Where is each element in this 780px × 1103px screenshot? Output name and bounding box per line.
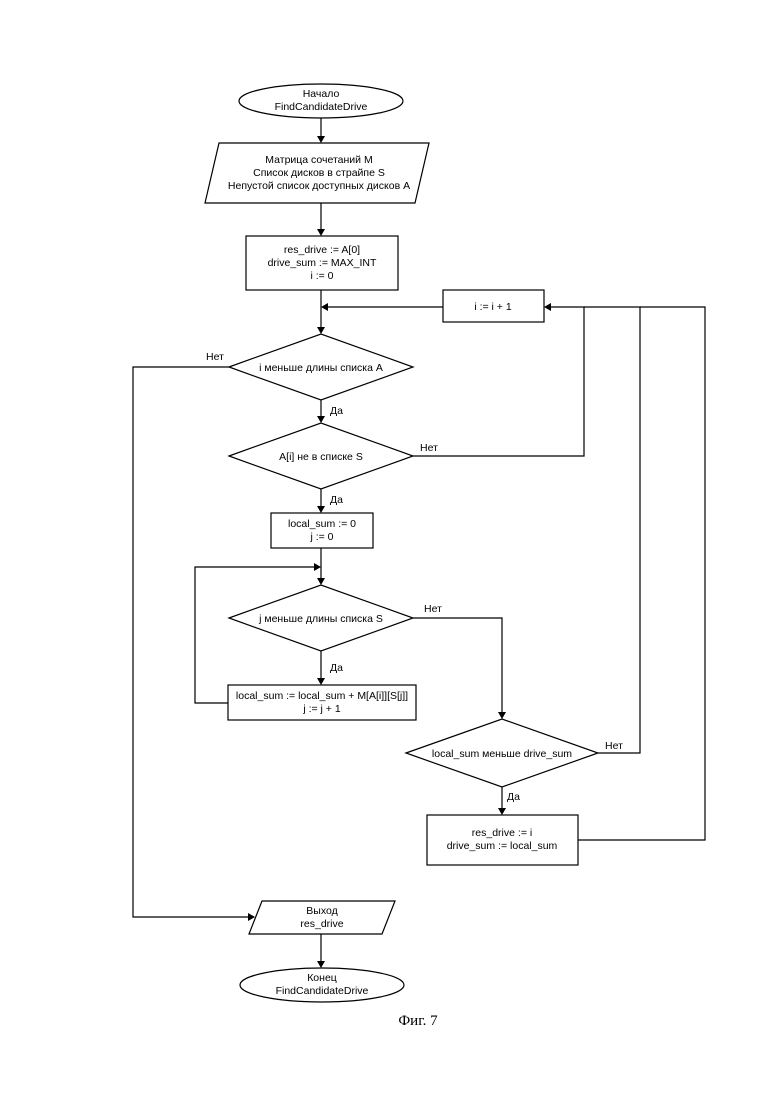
output-label: Выход bbox=[306, 905, 337, 917]
init-i: i := 0 bbox=[310, 270, 333, 282]
connector-not-in-s-no bbox=[413, 307, 584, 456]
start-label: Начало bbox=[303, 88, 340, 100]
decision-sum-yes-label: Да bbox=[507, 791, 520, 803]
input-stripe-list: Список дисков в страйпе S bbox=[253, 167, 385, 179]
connector-sum-no bbox=[584, 307, 640, 753]
arrowhead bbox=[317, 229, 325, 236]
decision-i-text: i меньше длины списка A bbox=[259, 362, 383, 374]
decision-j-no-label: Нет bbox=[424, 603, 442, 615]
arrowhead bbox=[317, 961, 325, 968]
decision-not-in-s-yes-label: Да bbox=[330, 494, 343, 506]
input-matrix: Матрица сочетаний M bbox=[265, 154, 372, 166]
arrowhead bbox=[314, 563, 321, 571]
arrowhead bbox=[317, 136, 325, 143]
output-block: Выход res_drive bbox=[249, 901, 395, 934]
increment-i-process: i := i + 1 bbox=[443, 290, 544, 322]
decision-j-yes-label: Да bbox=[330, 662, 343, 674]
update-process: res_drive := i drive_sum := local_sum bbox=[427, 815, 578, 865]
input-available-list: Непустой список доступных дисков A bbox=[228, 180, 410, 192]
update-drive-sum: drive_sum := local_sum bbox=[447, 840, 558, 852]
arrowhead bbox=[317, 416, 325, 423]
figure-caption: Фиг. 7 bbox=[398, 1013, 438, 1029]
arrowhead bbox=[498, 712, 506, 719]
init-drive-sum: drive_sum := MAX_INT bbox=[268, 257, 377, 269]
output-value: res_drive bbox=[300, 918, 343, 930]
accumulate-process: local_sum := local_sum + M[A[i]][S[j]] j… bbox=[228, 685, 416, 720]
arrowhead bbox=[321, 303, 328, 311]
arrowhead bbox=[498, 808, 506, 815]
init-process: res_drive := A[0] drive_sum := MAX_INT i… bbox=[246, 236, 398, 290]
end-terminator: Конец FindCandidateDrive bbox=[240, 968, 404, 1002]
decision-not-in-s: A[i] не в списке S bbox=[229, 423, 413, 489]
connector-update-increment bbox=[578, 307, 705, 840]
init-local-sum: local_sum := 0 bbox=[288, 518, 356, 530]
init-j: j := 0 bbox=[309, 531, 333, 543]
update-res-drive: res_drive := i bbox=[472, 827, 532, 839]
decision-not-in-s-no-label: Нет bbox=[420, 442, 438, 454]
arrowhead bbox=[317, 678, 325, 685]
input-block: Матрица сочетаний M Список дисков в стра… bbox=[205, 143, 429, 203]
decision-j-text: j меньше длины списка S bbox=[258, 613, 383, 625]
decision-local-sum-less: local_sum меньше drive_sum bbox=[406, 719, 598, 787]
end-label: Конец bbox=[307, 972, 337, 984]
connector-j-no bbox=[413, 618, 502, 713]
init-res-drive: res_drive := A[0] bbox=[284, 244, 360, 256]
start-function-name: FindCandidateDrive bbox=[275, 101, 368, 113]
increment-i-label: i := i + 1 bbox=[474, 301, 512, 313]
decision-not-in-s-text: A[i] не в списке S bbox=[279, 451, 363, 463]
arrowhead bbox=[317, 327, 325, 334]
arrowhead bbox=[317, 506, 325, 513]
start-terminator: Начало FindCandidateDrive bbox=[239, 84, 403, 118]
decision-i-no-label: Нет bbox=[206, 351, 224, 363]
init-local-process: local_sum := 0 j := 0 bbox=[271, 513, 373, 548]
decision-sum-no-label: Нет bbox=[605, 740, 623, 752]
arrowhead bbox=[317, 578, 325, 585]
arrowhead bbox=[544, 303, 551, 311]
decision-sum-text: local_sum меньше drive_sum bbox=[432, 748, 572, 760]
end-function-name: FindCandidateDrive bbox=[276, 985, 369, 997]
decision-i-less-len-a: i меньше длины списка A bbox=[229, 334, 413, 400]
accumulate-j: j := j + 1 bbox=[302, 703, 341, 715]
connectors bbox=[133, 118, 705, 968]
decision-j-less-len-s: j меньше длины списка S bbox=[229, 585, 413, 651]
accumulate-local-sum: local_sum := local_sum + M[A[i]][S[j]] bbox=[236, 690, 408, 702]
decision-i-yes-label: Да bbox=[330, 405, 343, 417]
connector-i-no-output bbox=[133, 367, 249, 917]
